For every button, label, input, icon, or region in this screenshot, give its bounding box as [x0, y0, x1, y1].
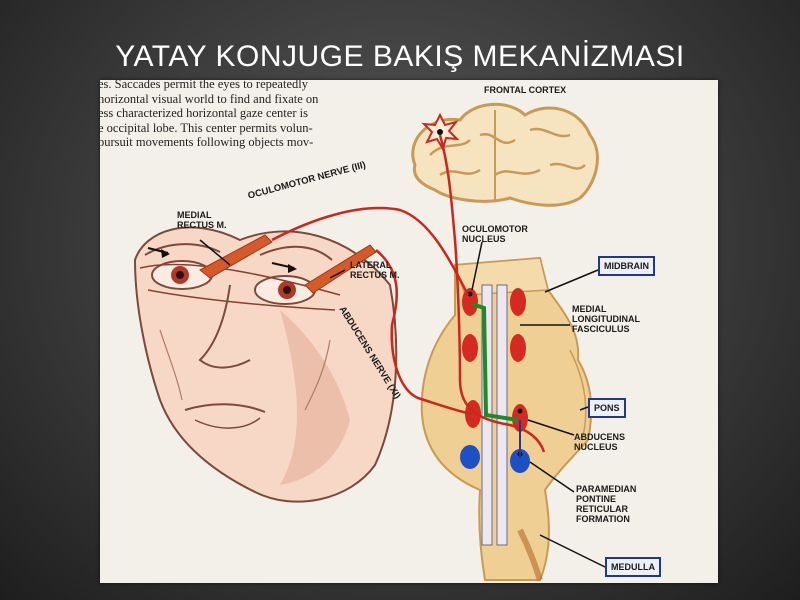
oculomotor-nucleus-left: [462, 288, 478, 316]
abducens-nucleus-label: ABDUCENS NUCLEUS: [574, 432, 626, 452]
pprf-label: PARAMEDIAN PONTINE RETICULAR FORMATION: [576, 484, 637, 524]
mlf-label: MEDIAL LONGITUDINAL FASCICULUS: [572, 304, 640, 334]
medial-rectus-muscle: [199, 234, 273, 279]
gaze-arrow-right: [147, 247, 170, 258]
oculomotor-nucleus-right: [510, 288, 526, 316]
text-line: horizontal visual world to find and fixa…: [100, 91, 319, 106]
textbook-excerpt: es. Saccades permit the eyes to repeated…: [100, 80, 338, 150]
diagram-figure: es. Saccades permit the eyes to repeated…: [100, 80, 718, 583]
mlf-green-path: [471, 302, 519, 422]
frontal-cortex-label: FRONTAL CORTEX: [484, 85, 567, 95]
slide-title: YATAY KONJUGE BAKIŞ MEKANİZMASI: [115, 40, 685, 73]
frontal-cortex-drawing: [411, 102, 599, 207]
anatomy-illustration: [133, 102, 606, 581]
medial-rectus-label: MEDIAL RECTUS M.: [177, 210, 227, 230]
midbrain-nucleus-left: [462, 334, 478, 362]
pons-label: PONS: [588, 398, 626, 418]
lateral-rectus-label: LATERAL RECTUS M.: [350, 260, 400, 280]
pprf-left: [460, 445, 480, 469]
oculomotor-nucleus-label: OCULOMOTOR NUCLEUS: [462, 224, 528, 244]
midbrain-nucleus-right: [510, 334, 526, 362]
midbrain-label: MIDBRAIN: [598, 256, 655, 276]
face-shading: [280, 310, 350, 485]
pprf-right: [510, 449, 530, 473]
gaze-arrow-left: [271, 262, 297, 273]
cortical-descending-fiber: [438, 134, 546, 453]
oculomotor-nerve-path: [271, 206, 470, 296]
face-drawing: [133, 226, 398, 503]
abducens-nerve-path: [375, 249, 473, 416]
abducens-nucleus-right: [512, 404, 528, 432]
text-line: es. Saccades permit the eyes to repeated…: [100, 80, 308, 91]
medulla-label: MEDULLA: [605, 557, 661, 577]
text-line: ess characterized horizontal gaze center…: [100, 106, 308, 120]
text-line: pursuit movements following objects mov-: [100, 135, 314, 149]
text-line: e occipital lobe. This center permits vo…: [100, 120, 313, 135]
lateral-rectus-muscle: [304, 244, 377, 294]
